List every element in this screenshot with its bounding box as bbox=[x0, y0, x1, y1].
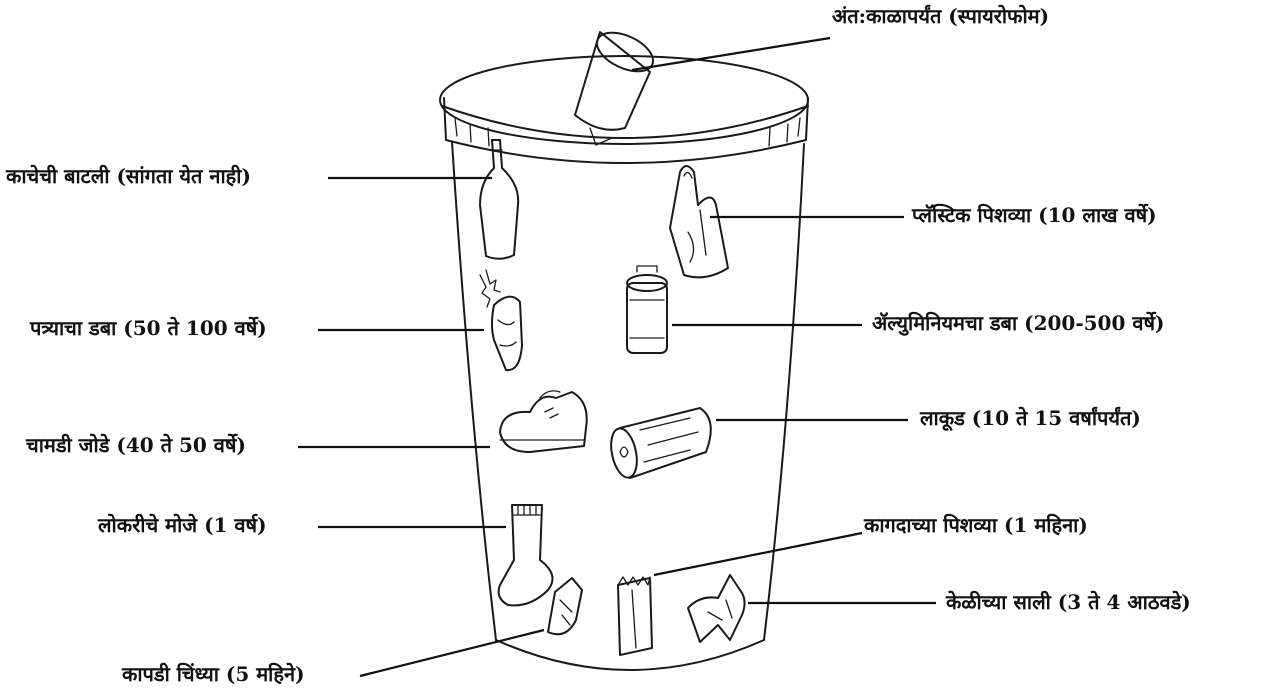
label-tin-can: पत्र्याचा डबा (50 ते 100 वर्षे) bbox=[30, 318, 267, 338]
log-icon bbox=[607, 408, 711, 480]
label-glass-bottle: काचेची बाटली (सांगता येत नाही) bbox=[6, 166, 251, 186]
label-styrofoam: अंत:काळापर्यंत (स्पायरोफोम) bbox=[832, 6, 1049, 26]
label-banana-peel: केळीच्या साली (3 ते 4 आठवडे) bbox=[946, 592, 1191, 612]
label-wood: लाकूड (10 ते 15 वर्षांपर्यंत) bbox=[920, 408, 1141, 428]
sock-icon bbox=[499, 505, 553, 605]
bin-right-side bbox=[764, 144, 804, 640]
leader-styrofoam bbox=[632, 38, 830, 70]
label-aluminium-can: ॲल्युमिनियमचा डबा (200-500 वर्षे) bbox=[872, 313, 1164, 333]
bottle-icon bbox=[480, 140, 518, 259]
label-cloth-rag: कापडी चिंध्या (5 महिने) bbox=[122, 664, 305, 684]
leader-lines bbox=[298, 38, 936, 676]
bin-left-side bbox=[452, 142, 496, 640]
rag-icon bbox=[548, 578, 582, 634]
cup-icon bbox=[575, 25, 659, 145]
label-paper-bag: कागदाच्या पिशव्या (1 महिना) bbox=[864, 515, 1088, 535]
label-leather-shoe: चामडी जोडे (40 ते 50 वर्षे) bbox=[26, 435, 246, 455]
tin-can-icon bbox=[480, 270, 522, 370]
plastic-bag-icon bbox=[670, 166, 728, 277]
paper-bag-icon bbox=[618, 577, 652, 655]
bin-bottom bbox=[496, 640, 764, 670]
banana-peel-icon bbox=[688, 575, 745, 642]
leader-paper-bag bbox=[654, 533, 862, 575]
label-plastic-bag: प्लॅस्टिक पिशव्या (10 लाख वर्षे) bbox=[912, 205, 1157, 225]
shoe-icon bbox=[500, 391, 587, 452]
leader-rag bbox=[360, 630, 544, 676]
label-wool-sock: लोकरीचे मोजे (1 वर्ष) bbox=[98, 515, 267, 535]
bin-rim-band bbox=[442, 106, 808, 138]
aluminium-can-icon bbox=[627, 266, 667, 353]
